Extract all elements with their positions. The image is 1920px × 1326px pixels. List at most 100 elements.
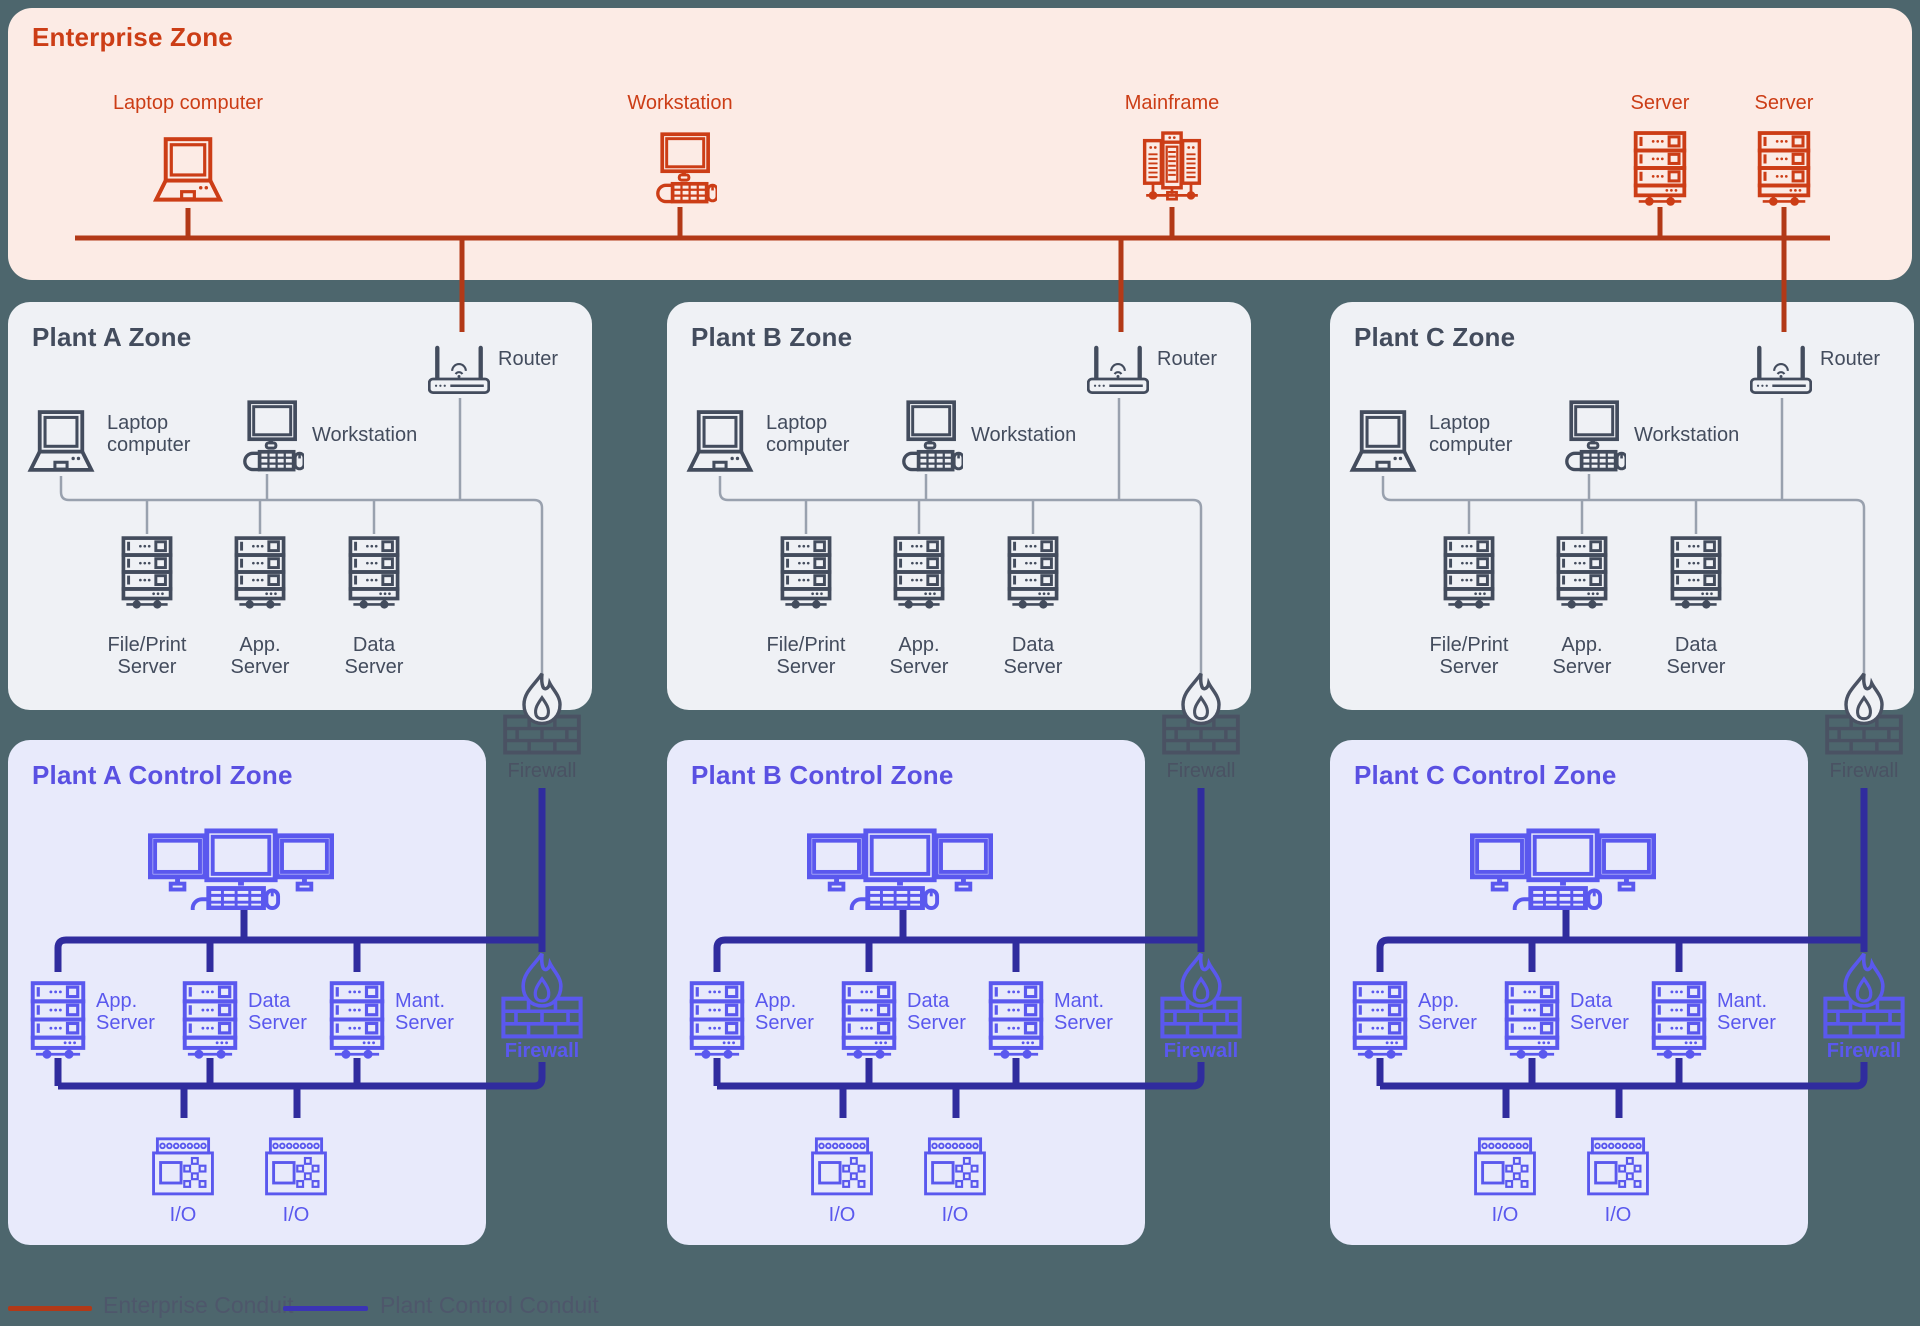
legend-line bbox=[283, 1306, 368, 1311]
firewall-icon bbox=[1821, 672, 1907, 756]
plant-server-label: File/Print Server bbox=[766, 634, 846, 678]
plant-zone-title: Plant B Zone bbox=[691, 322, 853, 352]
control-firewall-label: Firewall bbox=[1826, 1040, 1902, 1062]
control-server-label: Data Server bbox=[1570, 990, 1629, 1034]
router-label: Router bbox=[1157, 348, 1218, 370]
laptop-label: Laptop computer bbox=[766, 412, 850, 456]
workstation-icon bbox=[889, 400, 963, 474]
firewall-icon bbox=[1158, 672, 1244, 756]
server-icon bbox=[327, 980, 387, 1059]
control-server-label: App. Server bbox=[96, 990, 155, 1034]
workstation-icon bbox=[230, 400, 304, 474]
laptop-icon bbox=[148, 136, 228, 206]
plant-zone-title: Plant A Zone bbox=[32, 322, 192, 352]
hmi-icon bbox=[807, 828, 993, 910]
legend-label: Enterprise Conduit bbox=[103, 1292, 294, 1318]
plant-server-label: Data Server bbox=[1666, 634, 1726, 678]
mainframe-icon bbox=[1134, 130, 1210, 206]
enterprise-device-label: Laptop computer bbox=[112, 92, 264, 114]
legend-label: Plant Control Conduit bbox=[380, 1292, 599, 1318]
laptop-icon bbox=[682, 409, 758, 476]
plant-control-zone-card bbox=[8, 740, 486, 1245]
control-server-label: Data Server bbox=[248, 990, 307, 1034]
io-icon bbox=[1473, 1135, 1537, 1199]
server-icon bbox=[1631, 130, 1689, 206]
server-icon bbox=[1502, 980, 1562, 1059]
firewall-icon bbox=[1819, 952, 1909, 1040]
firewall-label: Firewall bbox=[1829, 760, 1899, 782]
laptop-icon bbox=[1345, 409, 1421, 476]
server-icon bbox=[986, 980, 1046, 1059]
io-icon bbox=[151, 1135, 215, 1199]
control-server-label: Data Server bbox=[907, 990, 966, 1034]
plant-zone-title: Plant C Zone bbox=[1354, 322, 1516, 352]
firewall-label: Firewall bbox=[1166, 760, 1236, 782]
firewall-icon bbox=[1156, 952, 1246, 1040]
server-icon bbox=[180, 980, 240, 1059]
server-icon bbox=[1350, 980, 1410, 1059]
workstation-icon bbox=[1552, 400, 1626, 474]
plant-control-zone-title: Plant B Control Zone bbox=[691, 760, 954, 790]
plant-control-zone-card bbox=[667, 740, 1145, 1245]
server-icon bbox=[1554, 535, 1610, 609]
enterprise-device-label: Server bbox=[1630, 92, 1690, 114]
server-icon bbox=[232, 535, 288, 609]
plant-zone-card bbox=[8, 302, 592, 710]
control-server-label: Mant. Server bbox=[1717, 990, 1776, 1034]
server-icon bbox=[1755, 130, 1813, 206]
workstation-label: Workstation bbox=[1634, 424, 1740, 446]
plant-control-zone-title: Plant C Control Zone bbox=[1354, 760, 1617, 790]
plant-zone-card bbox=[667, 302, 1251, 710]
router-label: Router bbox=[1820, 348, 1881, 370]
router-icon bbox=[428, 338, 490, 397]
control-server-label: Mant. Server bbox=[395, 990, 454, 1034]
server-icon bbox=[687, 980, 747, 1059]
server-icon bbox=[1441, 535, 1497, 609]
plant-zone-card bbox=[1330, 302, 1914, 710]
router-icon bbox=[1750, 338, 1812, 397]
workstation-label: Workstation bbox=[312, 424, 418, 446]
enterprise-zone-card bbox=[8, 8, 1912, 280]
io-icon bbox=[810, 1135, 874, 1199]
io-icon bbox=[923, 1135, 987, 1199]
server-icon bbox=[1649, 980, 1709, 1059]
enterprise-device-label: Mainframe bbox=[1124, 92, 1220, 114]
io-label: I/O bbox=[828, 1204, 856, 1226]
control-firewall-label: Firewall bbox=[504, 1040, 580, 1062]
workstation-icon bbox=[643, 132, 717, 206]
legend-line bbox=[8, 1306, 92, 1311]
io-icon bbox=[1586, 1135, 1650, 1199]
enterprise-zone-title: Enterprise Zone bbox=[32, 22, 233, 52]
enterprise-device-label: Workstation bbox=[627, 92, 733, 114]
hmi-icon bbox=[1470, 828, 1656, 910]
control-server-label: App. Server bbox=[755, 990, 814, 1034]
io-label: I/O bbox=[1491, 1204, 1519, 1226]
io-label: I/O bbox=[1604, 1204, 1632, 1226]
server-icon bbox=[891, 535, 947, 609]
io-label: I/O bbox=[169, 1204, 197, 1226]
io-label: I/O bbox=[941, 1204, 969, 1226]
plant-server-label: File/Print Server bbox=[1429, 634, 1509, 678]
server-icon bbox=[346, 535, 402, 609]
plant-control-zone-card bbox=[1330, 740, 1808, 1245]
firewall-label: Firewall bbox=[507, 760, 577, 782]
laptop-label: Laptop computer bbox=[1429, 412, 1513, 456]
router-icon bbox=[1087, 338, 1149, 397]
server-icon bbox=[119, 535, 175, 609]
laptop-icon bbox=[23, 409, 99, 476]
plant-server-label: Data Server bbox=[1003, 634, 1063, 678]
plant-server-label: File/Print Server bbox=[107, 634, 187, 678]
server-icon bbox=[1005, 535, 1061, 609]
plant-server-label: Data Server bbox=[344, 634, 404, 678]
firewall-icon bbox=[497, 952, 587, 1040]
plant-server-label: App. Server bbox=[889, 634, 949, 678]
laptop-label: Laptop computer bbox=[107, 412, 191, 456]
control-firewall-label: Firewall bbox=[1163, 1040, 1239, 1062]
enterprise-device-label: Server bbox=[1754, 92, 1814, 114]
server-icon bbox=[778, 535, 834, 609]
io-label: I/O bbox=[282, 1204, 310, 1226]
hmi-icon bbox=[148, 828, 334, 910]
control-server-label: App. Server bbox=[1418, 990, 1477, 1034]
